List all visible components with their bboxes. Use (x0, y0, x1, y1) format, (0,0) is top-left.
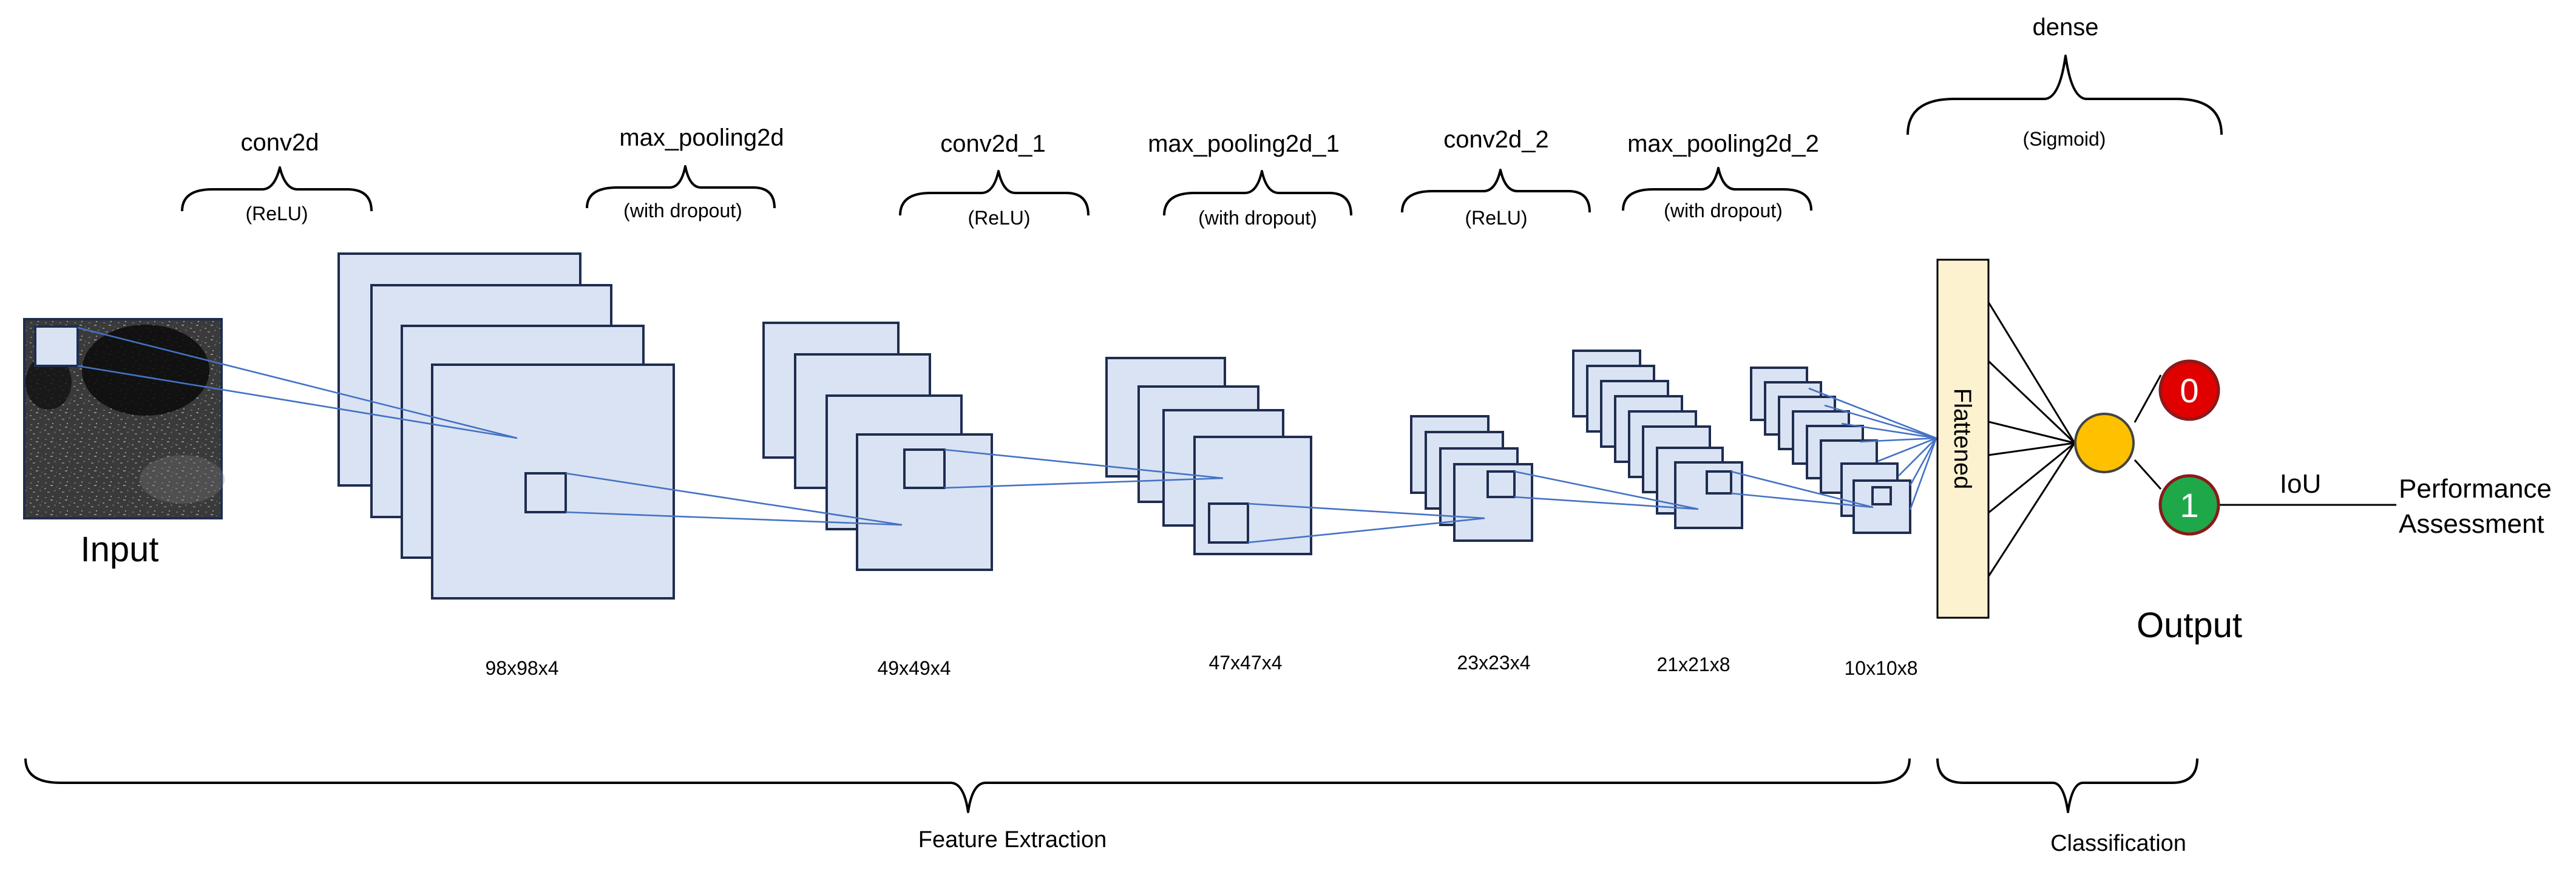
output-class-0-label: 0 (2180, 371, 2198, 410)
performance-label-line1: Performance (2399, 474, 2552, 504)
max-pooling2d-2-receptive-window (1871, 486, 1892, 505)
flattened-layer (1936, 259, 1990, 619)
brace-conv2d-1 (899, 170, 1090, 216)
dims-conv2d: 98x98x4 (486, 657, 559, 679)
dense-activation: (Sigmoid) (2023, 128, 2106, 150)
output-label: Output (2137, 606, 2242, 645)
layer-activation-max-pooling2d-2: (with dropout) (1664, 200, 1783, 221)
section-feature-extraction: Feature Extraction (918, 827, 1107, 853)
layer-name-conv2d-1: conv2d_1 (940, 130, 1045, 157)
dims-conv2d-1: 47x47x4 (1209, 652, 1283, 674)
layer-activation-conv2d-1: (ReLU) (968, 207, 1030, 229)
input-receptive-window (34, 325, 79, 367)
conv2d-receptive-window (524, 472, 567, 513)
conv2d-2-receptive-window (1706, 470, 1732, 495)
layer-name-conv2d: conv2d (241, 129, 319, 156)
feature-map-stack-max-pooling2d-2 (1750, 367, 1911, 534)
feature-map-stack-conv2d-1 (1105, 357, 1312, 555)
flattened-label: Flattened (1949, 388, 1976, 490)
dims-max-pooling2d-1: 23x23x4 (1457, 652, 1531, 674)
performance-label-line2: Assessment (2399, 509, 2544, 539)
input-label: Input (81, 530, 159, 569)
dense-connections (1987, 302, 2396, 577)
dims-max-pooling2d-2: 10x10x8 (1845, 657, 1918, 679)
layer-name-max-pooling2d-1: max_pooling2d_1 (1148, 130, 1340, 157)
connector-lines (77, 326, 1937, 544)
feature-map-stack-max-pooling2d (762, 322, 993, 571)
feature-map-stack-conv2d (337, 252, 675, 600)
iou-label: IoU (2280, 469, 2321, 499)
max-pooling2d-receptive-window (903, 448, 946, 489)
brace-max-pooling2d-2 (1622, 167, 1812, 211)
layer-name-max-pooling2d: max_pooling2d (619, 124, 784, 151)
dims-conv2d-2: 21x21x8 (1657, 654, 1730, 675)
section-classification: Classification (2050, 831, 2186, 856)
sigmoid-neuron (2074, 413, 2135, 473)
layer-activation-conv2d: (ReLU) (245, 203, 308, 225)
brace-conv2d-2 (1401, 169, 1591, 213)
layer-activation-conv2d-2: (ReLU) (1465, 207, 1527, 229)
layer-activation-max-pooling2d-1: (with dropout) (1198, 207, 1317, 229)
dense-name: dense (2033, 14, 2099, 41)
max-pooling2d-1-receptive-window (1486, 470, 1516, 498)
brace-classification (1936, 758, 2198, 813)
brace-conv2d (181, 166, 373, 212)
feature-map-stack-max-pooling2d-1 (1410, 415, 1533, 542)
layer-name-max-pooling2d-2: max_pooling2d_2 (1627, 130, 1819, 157)
brace-max-pooling2d-1 (1163, 170, 1352, 216)
layer-name-conv2d-2: conv2d_2 (1443, 126, 1548, 153)
output-class-0-node (2158, 359, 2220, 421)
conv2d-1-receptive-window (1208, 502, 1249, 544)
brace-dense (1907, 55, 2223, 135)
dims-max-pooling2d: 49x49x4 (878, 657, 951, 679)
output-class-1-label: 1 (2180, 486, 2198, 524)
brace-max-pooling2d (586, 165, 776, 209)
input-image (23, 318, 225, 519)
brace-feature-extraction (24, 758, 1911, 813)
output-class-1-node (2158, 474, 2220, 536)
layer-activation-max-pooling2d: (with dropout) (623, 200, 742, 221)
